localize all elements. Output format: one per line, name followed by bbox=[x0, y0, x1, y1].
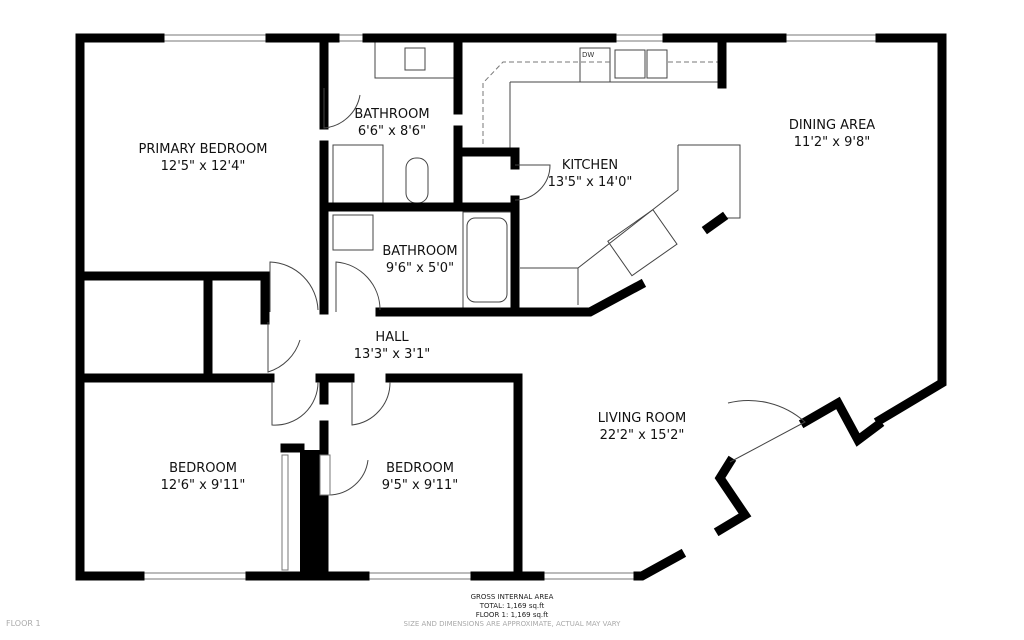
room-name: PRIMARY BEDROOM bbox=[138, 142, 268, 157]
room-dims: 9'6" x 5'0" bbox=[385, 261, 455, 276]
walls bbox=[75, 33, 947, 581]
room-dims: 22'2" x 15'2" bbox=[599, 428, 685, 443]
room-dims: 13'5" x 14'0" bbox=[547, 175, 633, 190]
disclaimer: SIZE AND DIMENSIONS ARE APPROXIMATE, ACT… bbox=[403, 620, 621, 628]
room-dims: 6'6" x 8'6" bbox=[357, 124, 427, 139]
doors bbox=[267, 88, 806, 496]
room-dims: 12'5" x 12'4" bbox=[160, 159, 246, 174]
room-label-bathroom-2: BATHROOM 9'6" x 5'0" bbox=[382, 243, 457, 277]
area-floor1: FLOOR 1: 1,169 sq.ft bbox=[475, 611, 549, 619]
room-dims: 12'6" x 9'11" bbox=[160, 478, 246, 493]
room-label-bedroom-1: BEDROOM 12'6" x 9'11" bbox=[161, 460, 246, 494]
room-name: BEDROOM bbox=[169, 461, 237, 476]
dishwasher-label: DW bbox=[582, 51, 594, 59]
room-name: BATHROOM bbox=[354, 107, 430, 122]
room-name: HALL bbox=[375, 330, 409, 345]
room-name: LIVING ROOM bbox=[597, 411, 687, 426]
room-name: KITCHEN bbox=[561, 158, 619, 173]
room-name: BATHROOM bbox=[382, 244, 458, 259]
stove bbox=[607, 209, 678, 277]
area-title: GROSS INTERNAL AREA bbox=[470, 593, 554, 601]
room-name: DINING AREA bbox=[788, 118, 876, 133]
room-label-dining-area: DINING AREA 11'2" x 9'8" bbox=[789, 117, 875, 151]
room-label-living-room: LIVING ROOM 22'2" x 15'2" bbox=[598, 410, 686, 444]
room-label-bathroom-1: BATHROOM 6'6" x 8'6" bbox=[354, 106, 429, 140]
room-dims: 13'3" x 3'1" bbox=[353, 347, 431, 362]
floor-label: FLOOR 1 bbox=[6, 619, 41, 628]
room-label-primary-bedroom: PRIMARY BEDROOM 12'5" x 12'4" bbox=[139, 141, 268, 175]
room-label-hall: HALL 13'3" x 3'1" bbox=[354, 329, 430, 363]
area-summary: GROSS INTERNAL AREA TOTAL: 1,169 sq.ft F… bbox=[404, 593, 621, 629]
room-label-bedroom-2: BEDROOM 9'5" x 9'11" bbox=[382, 460, 458, 494]
room-dims: 9'5" x 9'11" bbox=[381, 478, 459, 493]
room-label-kitchen: KITCHEN 13'5" x 14'0" bbox=[548, 157, 633, 191]
area-total: TOTAL: 1,169 sq.ft bbox=[479, 602, 545, 610]
room-name: BEDROOM bbox=[386, 461, 454, 476]
room-dims: 11'2" x 9'8" bbox=[793, 135, 871, 150]
